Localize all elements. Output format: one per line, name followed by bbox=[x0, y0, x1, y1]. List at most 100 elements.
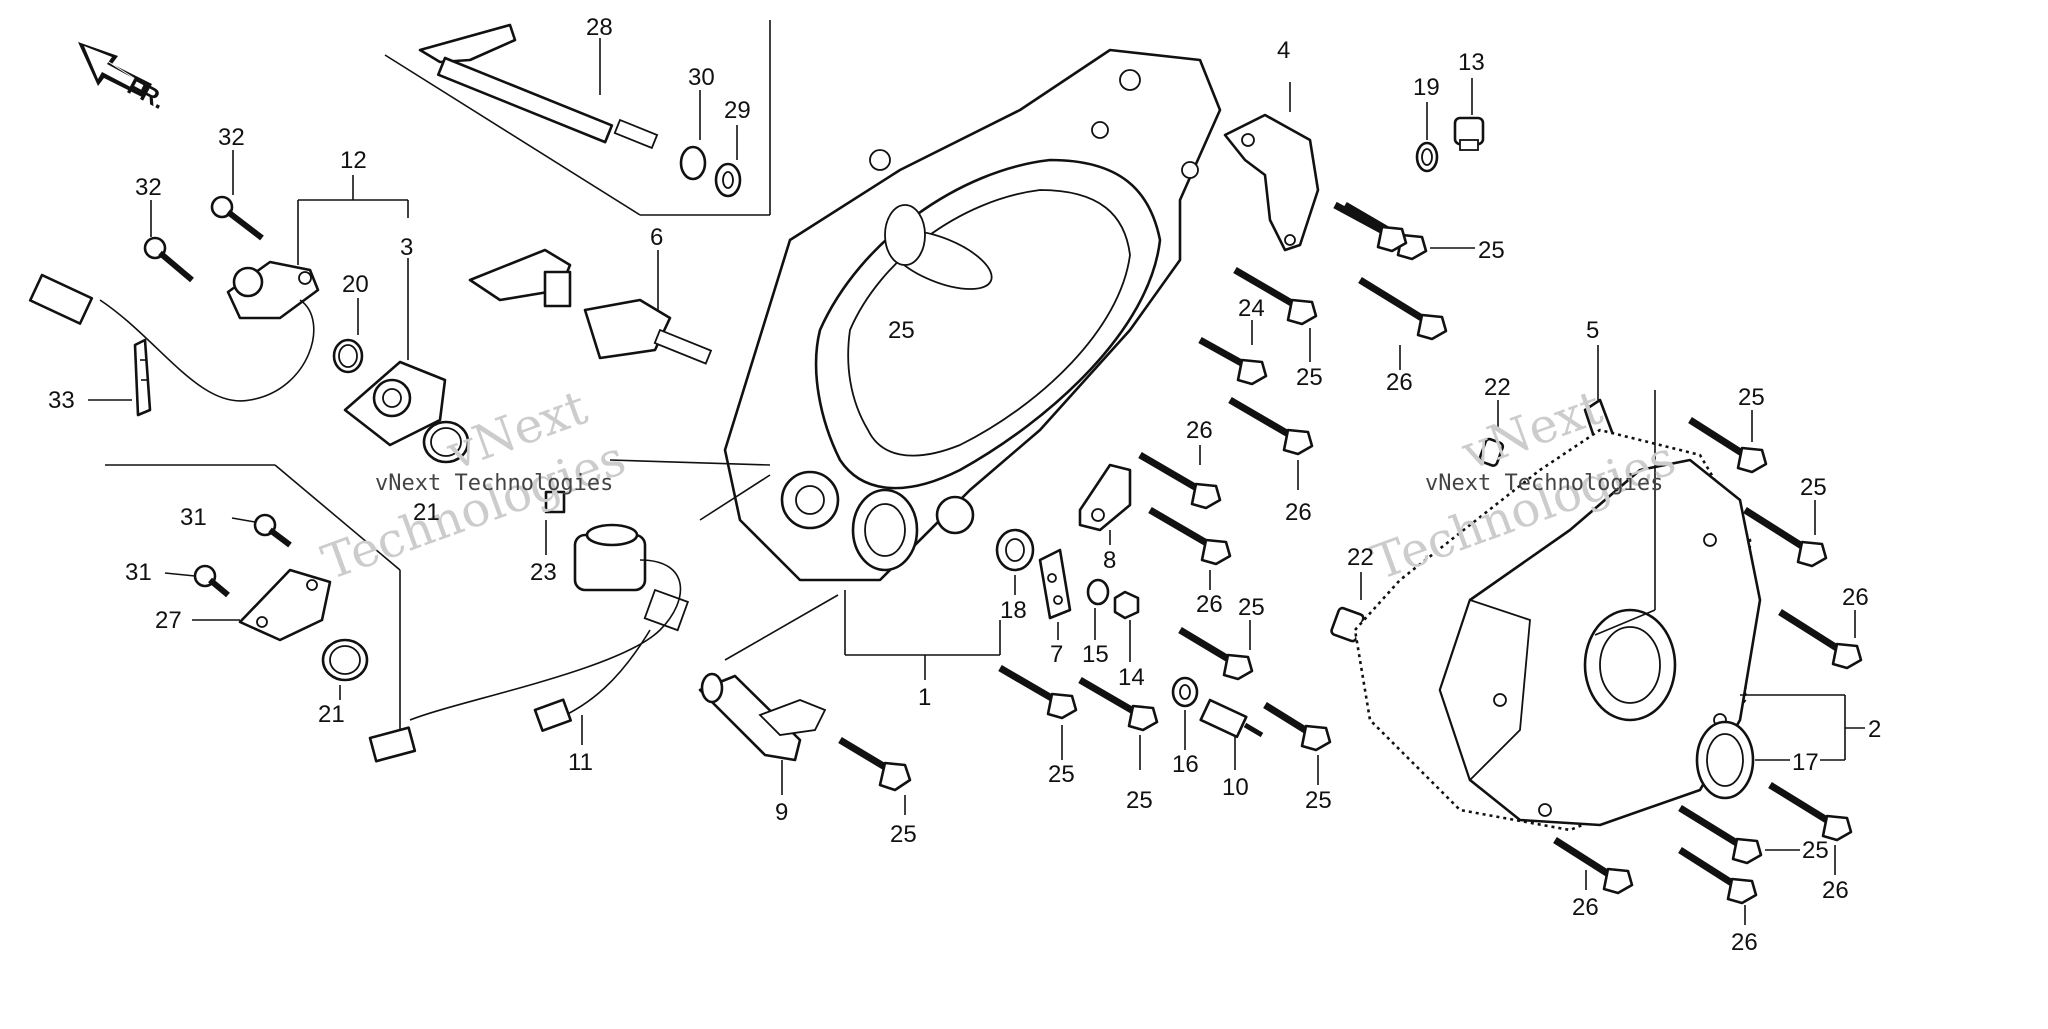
part-o-ring-21a bbox=[422, 420, 470, 464]
part-bolt-24 bbox=[1198, 336, 1268, 386]
callout-8: 8 bbox=[1103, 547, 1116, 574]
callout-19: 19 bbox=[1413, 74, 1440, 101]
callout-26c: 26 bbox=[1285, 499, 1312, 526]
callout-31a: 31 bbox=[180, 504, 207, 531]
callout-26h: 26 bbox=[1572, 894, 1599, 921]
callout-26a: 26 bbox=[1196, 591, 1223, 618]
callout-1: 1 bbox=[918, 684, 931, 711]
callout-2: 2 bbox=[1868, 716, 1881, 743]
callout-26b: 26 bbox=[1186, 417, 1213, 444]
callout-32b: 32 bbox=[135, 174, 162, 201]
part-outer-cover-2 bbox=[1438, 458, 1762, 827]
callout-labels: 28 30 29 32 32 12 3 20 6 33 21 23 31 31 … bbox=[48, 14, 1881, 956]
callout-26d: 26 bbox=[1386, 369, 1413, 396]
watermark-small-right: vNext Technologies bbox=[1425, 471, 1663, 496]
part-pin-23 bbox=[544, 490, 566, 514]
part-bolt-26b bbox=[1138, 451, 1222, 510]
part-bracket-4 bbox=[1223, 113, 1320, 252]
part-sensor-harness-12 bbox=[28, 260, 320, 402]
part-bolt-26h bbox=[1553, 837, 1634, 895]
part-bolt-26c bbox=[1228, 396, 1314, 456]
callout-24: 24 bbox=[1238, 295, 1265, 322]
watermark-small-left: vNext Technologies bbox=[375, 471, 613, 496]
part-bolt-25d bbox=[1263, 702, 1332, 752]
part-bolt-25c bbox=[1078, 676, 1159, 732]
part-bolt-25j bbox=[1678, 805, 1763, 865]
part-bolt-26g bbox=[1678, 847, 1758, 905]
part-oil-seal-17 bbox=[1695, 720, 1755, 800]
callout-14: 14 bbox=[1118, 664, 1145, 691]
callout-25b: 25 bbox=[1048, 761, 1075, 788]
part-bolt-25k bbox=[1333, 201, 1408, 253]
part-bolt-25f bbox=[1233, 266, 1318, 326]
callout-33: 33 bbox=[48, 387, 75, 414]
part-washer-19 bbox=[1415, 141, 1439, 173]
callout-3: 3 bbox=[400, 234, 413, 261]
callout-29: 29 bbox=[724, 97, 751, 124]
part-bolt-25b bbox=[998, 664, 1078, 720]
callout-13: 13 bbox=[1458, 49, 1485, 76]
part-bolt-25a bbox=[838, 736, 912, 792]
part-washer-29 bbox=[714, 162, 742, 198]
callout-28: 28 bbox=[586, 14, 613, 41]
part-washer-18 bbox=[995, 528, 1035, 572]
callout-6: 6 bbox=[650, 224, 663, 251]
callout-bracket-2 bbox=[1740, 694, 1865, 761]
part-clip-33 bbox=[133, 338, 152, 417]
part-bolt-26a bbox=[1148, 506, 1232, 566]
part-solenoid-11 bbox=[368, 523, 690, 763]
callout-25e-mid: 25 bbox=[1238, 594, 1265, 621]
callout-25a: 25 bbox=[890, 821, 917, 848]
callout-23: 23 bbox=[530, 559, 557, 586]
solenoid-group-frame bbox=[105, 464, 401, 730]
callout-25j: 25 bbox=[888, 317, 915, 344]
callout-5: 5 bbox=[1586, 317, 1599, 344]
shift-shaft-group-frame bbox=[384, 20, 771, 216]
callout-31b: 31 bbox=[125, 559, 152, 586]
callout-25c: 25 bbox=[1126, 787, 1153, 814]
part-bolt-32b bbox=[143, 236, 194, 283]
callout-27: 27 bbox=[155, 607, 182, 634]
part-bolt-25h bbox=[1688, 417, 1768, 474]
part-clip-30 bbox=[679, 145, 707, 181]
part-switch-10 bbox=[1199, 698, 1264, 739]
callout-17: 17 bbox=[1792, 749, 1819, 776]
callout-21a: 21 bbox=[413, 499, 440, 526]
callout-11: 11 bbox=[568, 749, 593, 776]
part-plug-13 bbox=[1453, 116, 1485, 151]
callout-7: 7 bbox=[1050, 641, 1063, 668]
callout-25d: 25 bbox=[1305, 787, 1332, 814]
part-bolt-31b bbox=[193, 564, 230, 598]
callout-25g: 25 bbox=[1738, 384, 1765, 411]
callout-25-top: 25 bbox=[1478, 237, 1505, 264]
callout-18: 18 bbox=[1000, 597, 1027, 624]
callout-26g: 26 bbox=[1731, 929, 1758, 956]
part-case-cover-1 bbox=[723, 48, 1222, 582]
part-bolt-25i bbox=[1743, 507, 1828, 568]
part-bolt-32a bbox=[210, 195, 264, 241]
front-direction-arrow-icon bbox=[78, 42, 152, 98]
callout-26f: 26 bbox=[1822, 877, 1849, 904]
part-shift-fork-6 bbox=[468, 248, 713, 365]
callout-20: 20 bbox=[342, 271, 369, 298]
callout-26e: 26 bbox=[1842, 584, 1869, 611]
callout-25i: 25 bbox=[1802, 837, 1829, 864]
callout-21b: 21 bbox=[318, 701, 345, 728]
part-bracket-7 bbox=[1038, 548, 1072, 620]
callout-25h: 25 bbox=[1800, 474, 1827, 501]
callout-9: 9 bbox=[775, 799, 788, 826]
part-bolt-26f bbox=[1768, 782, 1853, 842]
callout-bracket-1 bbox=[844, 590, 1001, 680]
callout-12: 12 bbox=[340, 147, 367, 174]
part-cover-plate-27 bbox=[238, 568, 332, 642]
part-bolt-25e bbox=[1178, 626, 1254, 681]
callout-16: 16 bbox=[1172, 751, 1199, 778]
part-sleeve-9 bbox=[698, 672, 827, 762]
callout-10: 10 bbox=[1222, 774, 1249, 801]
callout-15: 15 bbox=[1082, 641, 1109, 668]
callout-30: 30 bbox=[688, 64, 715, 91]
part-washer-16 bbox=[1171, 676, 1199, 708]
part-bolt-26d bbox=[1358, 277, 1448, 341]
part-bolt-31a bbox=[253, 513, 292, 548]
